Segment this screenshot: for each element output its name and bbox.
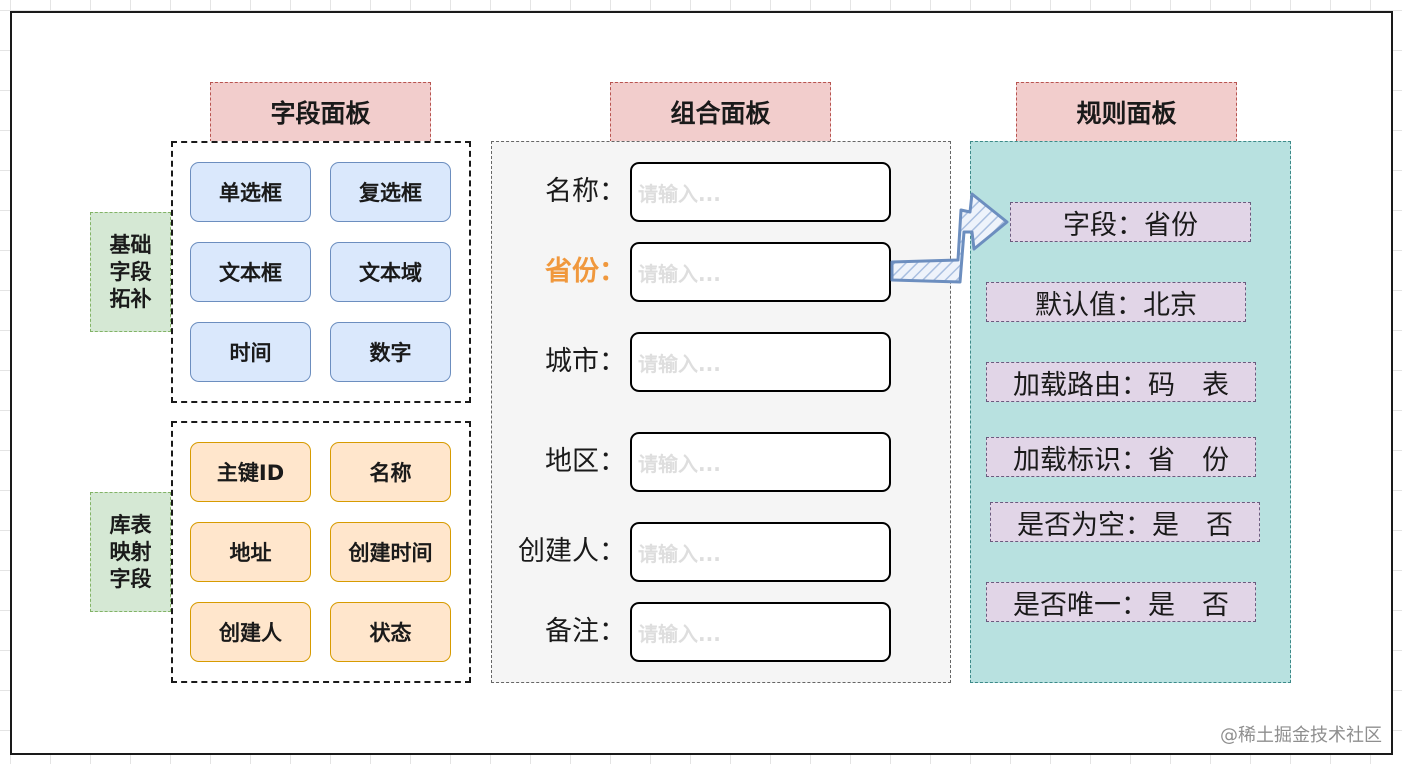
watermark: @稀土掘金技术社区 bbox=[1220, 725, 1382, 746]
table-field-group-label: 库表 映射 字段 bbox=[90, 492, 171, 612]
connector-arrow-icon bbox=[890, 192, 1009, 284]
field-chip-checkbox[interactable]: 复选框 bbox=[330, 162, 451, 222]
combo-panel bbox=[491, 141, 951, 683]
form-label-district: 地区： bbox=[545, 446, 626, 477]
field-chip-textbox[interactable]: 文本框 bbox=[190, 242, 311, 302]
form-input-city[interactable]: 请输入... bbox=[630, 332, 891, 392]
rule-load-identifier[interactable]: 加载标识：省 份 bbox=[986, 437, 1256, 477]
field-chip-primary-key[interactable]: 主键ID bbox=[190, 442, 311, 502]
field-chip-time[interactable]: 时间 bbox=[190, 322, 311, 382]
field-chip-created-time[interactable]: 创建时间 bbox=[330, 522, 451, 582]
form-label-name: 名称： bbox=[545, 176, 626, 207]
field-chip-name[interactable]: 名称 bbox=[330, 442, 451, 502]
combo-panel-title: 组合面板 bbox=[610, 82, 831, 142]
rule-load-route[interactable]: 加载路由：码 表 bbox=[986, 362, 1256, 402]
form-label-city: 城市： bbox=[545, 346, 626, 377]
rule-default-value[interactable]: 默认值：北京 bbox=[986, 282, 1246, 322]
form-input-remark[interactable]: 请输入... bbox=[630, 602, 891, 662]
rule-nullable[interactable]: 是否为空：是 否 bbox=[990, 502, 1260, 542]
rule-field[interactable]: 字段：省份 bbox=[1010, 202, 1251, 242]
field-chip-address[interactable]: 地址 bbox=[190, 522, 311, 582]
basic-field-group-label: 基础 字段 拓补 bbox=[90, 212, 171, 332]
field-chip-radio[interactable]: 单选框 bbox=[190, 162, 311, 222]
field-chip-number[interactable]: 数字 bbox=[330, 322, 451, 382]
form-input-name[interactable]: 请输入... bbox=[630, 162, 891, 222]
field-panel-title: 字段面板 bbox=[210, 82, 431, 142]
rule-unique[interactable]: 是否唯一：是 否 bbox=[986, 582, 1256, 622]
form-input-province[interactable]: 请输入... bbox=[630, 242, 891, 302]
form-label-remark: 备注： bbox=[545, 616, 626, 647]
form-label-province: 省份： bbox=[545, 256, 626, 287]
form-label-creator: 创建人： bbox=[518, 536, 626, 567]
form-input-district[interactable]: 请输入... bbox=[630, 432, 891, 492]
form-input-creator[interactable]: 请输入... bbox=[630, 522, 891, 582]
field-chip-status[interactable]: 状态 bbox=[330, 602, 451, 662]
rule-panel-title: 规则面板 bbox=[1016, 82, 1237, 142]
field-chip-textarea[interactable]: 文本域 bbox=[330, 242, 451, 302]
field-chip-creator[interactable]: 创建人 bbox=[190, 602, 311, 662]
